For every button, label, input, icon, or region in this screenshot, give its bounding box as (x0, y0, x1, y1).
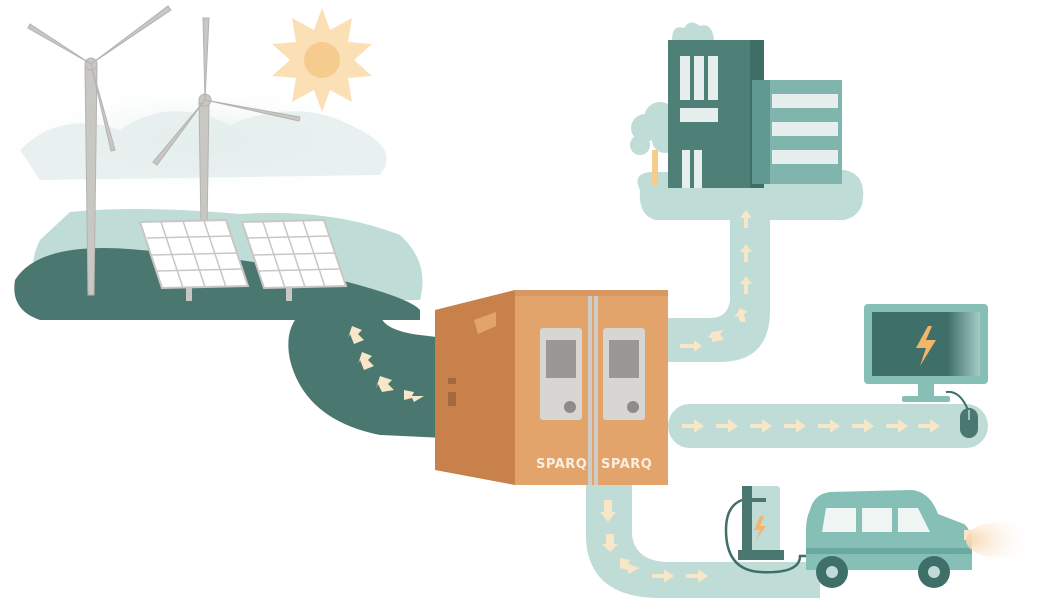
car-icon (806, 490, 1034, 588)
monitor-arrows (682, 419, 940, 433)
input-arrows (348, 326, 424, 402)
brand-label-left: SPARQ (536, 457, 587, 472)
building-arrows (680, 210, 752, 352)
building-icon (668, 22, 842, 188)
lightning-icon (916, 326, 936, 366)
input-path (288, 300, 445, 438)
wind-turbine-icon (27, 5, 172, 296)
brand-label-right: SPARQ (601, 457, 652, 472)
solar-panel-icon (138, 218, 250, 301)
monitor-icon (864, 304, 988, 402)
car-arrows (600, 500, 708, 583)
solar-panel-icon (240, 218, 348, 301)
battery-cabinet-icon: SPARQ SPARQ (435, 290, 668, 485)
mouse-icon (945, 390, 978, 438)
sun-icon (272, 8, 372, 112)
wind-turbine-icon (152, 17, 301, 231)
charging-station-icon (724, 486, 814, 574)
